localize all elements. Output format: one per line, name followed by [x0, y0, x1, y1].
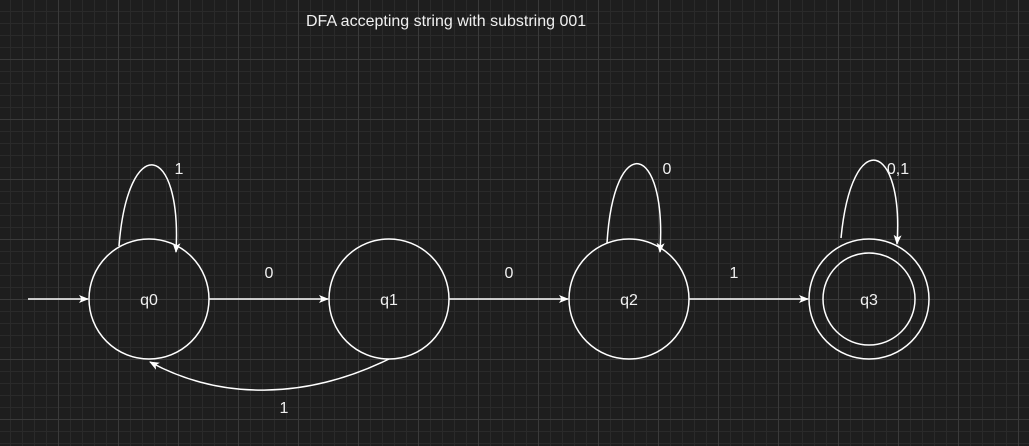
- transition-q3-self-loop: [840, 159, 902, 245]
- state-q3-accepting[interactable]: q3: [808, 238, 930, 360]
- transition-q2-self-label: 0: [663, 161, 672, 178]
- state-q2-label: q2: [620, 292, 638, 309]
- transition-q0-q1-label: 0: [265, 265, 274, 282]
- state-q3-inner-circle: [822, 252, 916, 346]
- state-q1-label: q1: [380, 292, 398, 309]
- state-q2[interactable]: q2: [568, 238, 690, 360]
- transition-q1-q2-label: 0: [505, 265, 514, 282]
- transition-q2-q3-label: 1: [730, 265, 739, 282]
- transition-q0-self-loop: [118, 164, 181, 253]
- state-q1[interactable]: q1: [328, 238, 450, 360]
- state-q0[interactable]: q0: [88, 238, 210, 360]
- state-q3-label: q3: [860, 292, 878, 309]
- transition-q1-q0: [149, 358, 390, 391]
- transition-q2-self-loop: [606, 162, 665, 253]
- state-q0-label: q0: [140, 292, 158, 309]
- transition-q0-self-label: 1: [175, 161, 184, 178]
- diagram-title: DFA accepting string with substring 001: [306, 13, 587, 30]
- state-q3-outer-circle: [808, 238, 930, 360]
- transition-q3-self-label: 0,1: [887, 161, 909, 178]
- transition-q1-q0-label: 1: [280, 400, 289, 417]
